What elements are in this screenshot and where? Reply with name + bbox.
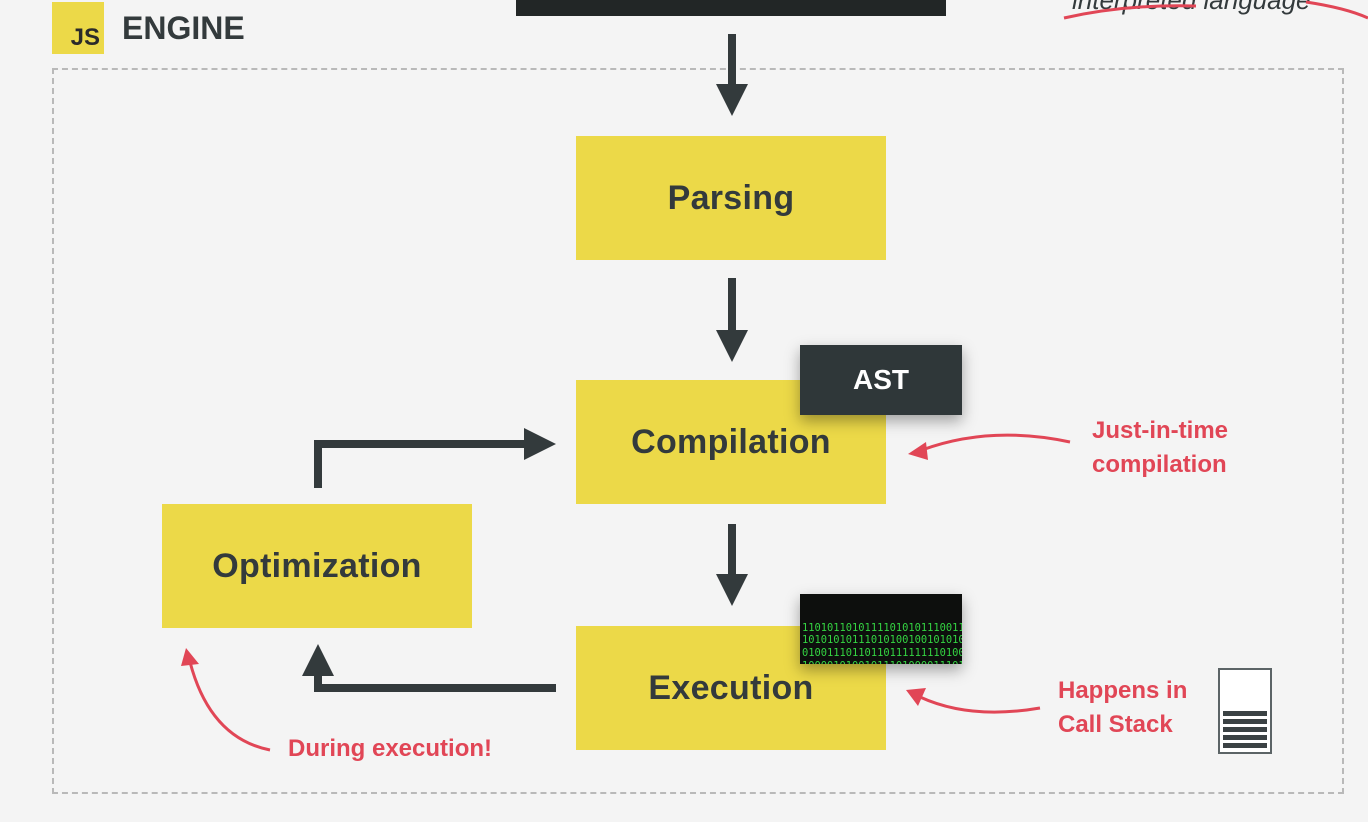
during-execution-annotation: During execution!: [288, 735, 493, 762]
engine-frame: [52, 68, 1344, 794]
step-parsing-label: Parsing: [667, 178, 795, 217]
ast-tag-label: AST: [853, 364, 909, 395]
call-stack-icon: [1218, 668, 1272, 754]
machine-code-text: 11010110101111010101110011 1010101011101…: [802, 621, 962, 664]
jit-annotation-line1: Just-in-time: [1092, 417, 1229, 444]
arrow-during-execution-annotation: [181, 648, 271, 752]
engine-title: ENGINE: [122, 10, 245, 46]
interpreted-language-crossed: interpreted language: [1072, 0, 1311, 15]
arrow-compilation-to-execution: [716, 524, 748, 606]
strike-through-marks: [1063, 0, 1368, 20]
callstack-annotation-line1: Happens in: [1058, 677, 1188, 704]
jit-annotation-line2: compilation: [1092, 451, 1227, 478]
js-logo: JS: [52, 2, 104, 54]
arrow-code-to-parsing: [716, 34, 748, 116]
arrow-jit-annotation: [908, 433, 1071, 460]
step-parsing: Parsing: [576, 136, 886, 260]
step-optimization-label: Optimization: [212, 546, 422, 585]
machine-code-tag: 11010110101111010101110011 1010101011101…: [800, 594, 962, 664]
step-optimization: Optimization: [162, 504, 472, 628]
callstack-annotation-line2: Call Stack: [1058, 711, 1173, 738]
js-logo-text: JS: [70, 24, 100, 51]
arrow-callstack-annotation: [906, 688, 1041, 714]
callstack-annotation: Happens in Call Stack: [1058, 674, 1187, 742]
step-compilation-label: Compilation: [631, 422, 831, 461]
arrow-parsing-to-compilation: [716, 278, 748, 362]
arrow-execution-to-optimization: [302, 644, 556, 692]
ast-tag: AST: [800, 345, 962, 415]
arrow-optimization-to-compilation: [314, 428, 556, 488]
source-code-strip: [516, 0, 946, 16]
step-execution-label: Execution: [648, 668, 814, 707]
jit-annotation: Just-in-time compilation: [1092, 414, 1228, 482]
